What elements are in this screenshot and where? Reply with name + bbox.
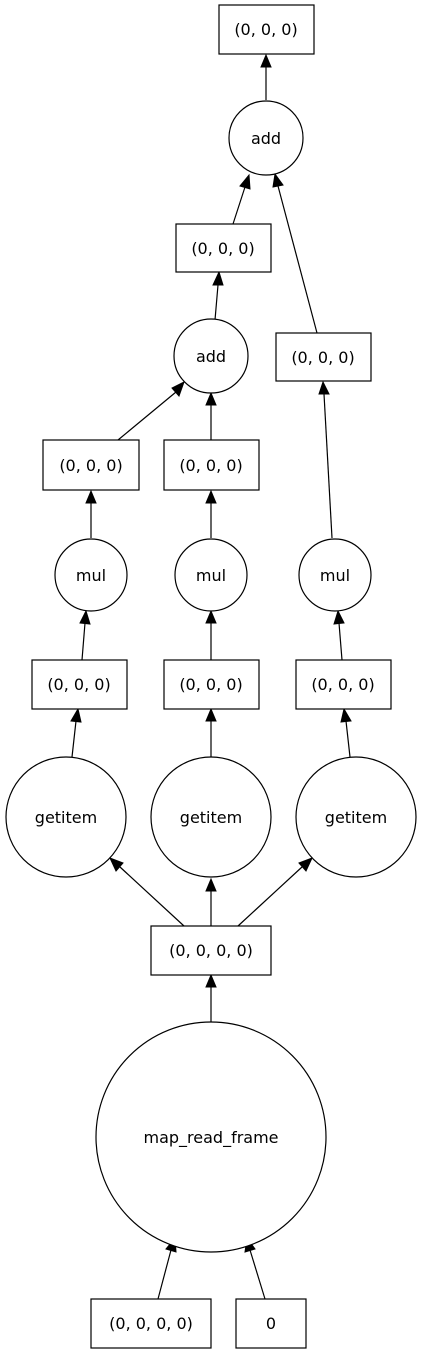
edges	[70, 53, 352, 1300]
node-label: (0, 0, 0)	[47, 675, 110, 694]
node-label: (0, 0, 0)	[291, 348, 354, 367]
node-label: add	[251, 129, 281, 148]
edge-key-a2-to-mul-a	[79, 609, 91, 661]
edge-add-mid-to-key-mid-left	[212, 270, 224, 321]
node-label: (0, 0, 0)	[179, 675, 242, 694]
edge-mul-b-to-key-b	[205, 489, 217, 538]
node-label: getitem	[35, 808, 97, 827]
node-top-key: (0, 0, 0)	[218, 4, 315, 55]
node-label: mul	[320, 566, 350, 585]
edge-key-4d-to-getitem-b	[205, 877, 217, 926]
node-key-b: (0, 0, 0)	[163, 439, 260, 491]
node-input-key: (0, 0, 0, 0)	[90, 1298, 212, 1349]
node-mul-b: mul	[174, 538, 248, 612]
edge-mul-c-to-key-mid-right	[318, 380, 333, 539]
node-label: mul	[196, 566, 226, 585]
node-getitem-a: getitem	[5, 756, 127, 878]
edge-input-zero-to-map-read-frame	[244, 1236, 266, 1300]
edge-key-4d-to-getitem-a	[109, 857, 185, 927]
edge-key-mid-right-to-add-top	[272, 172, 318, 334]
node-key-a2: (0, 0, 0)	[31, 659, 128, 710]
node-label: (0, 0, 0, 0)	[109, 1314, 193, 1333]
node-label: 0	[266, 1314, 276, 1333]
edge-key-4d-to-getitem-c	[237, 857, 313, 927]
node-getitem-b: getitem	[150, 756, 272, 878]
node-getitem-c: getitem	[295, 756, 417, 878]
node-key-c2: (0, 0, 0)	[295, 659, 392, 710]
edge-getitem-c-to-key-c2	[340, 707, 352, 758]
node-label: (0, 0, 0)	[191, 239, 254, 258]
node-key-mid-left: (0, 0, 0)	[175, 223, 272, 273]
node-add-top: add	[228, 100, 304, 176]
edge-input-key-to-map-read-frame	[157, 1236, 177, 1300]
node-add-mid: add	[173, 318, 249, 394]
node-label: getitem	[325, 808, 387, 827]
edge-key-c2-to-mul-c	[333, 609, 345, 661]
node-label: add	[196, 347, 226, 366]
node-label: (0, 0, 0)	[59, 456, 122, 475]
edge-key-b2-to-mul-b	[205, 609, 217, 660]
edge-key-b-to-add-mid	[205, 391, 217, 440]
node-mul-c: mul	[298, 538, 372, 612]
edge-map-read-frame-to-key-4d	[205, 973, 217, 1022]
node-label: (0, 0, 0, 0)	[169, 941, 253, 960]
node-input-zero: 0	[235, 1298, 307, 1349]
edge-getitem-b-to-key-b2	[205, 707, 217, 757]
node-label: getitem	[180, 808, 242, 827]
node-label: mul	[76, 566, 106, 585]
node-key-mid-right: (0, 0, 0)	[275, 332, 372, 382]
node-map-read-frame: map_read_frame	[95, 1021, 327, 1253]
edge-mul-a-to-key-a	[85, 489, 97, 538]
node-key-4d: (0, 0, 0, 0)	[150, 925, 272, 976]
edge-getitem-a-to-key-a2	[70, 707, 82, 758]
node-label: (0, 0, 0)	[234, 20, 297, 39]
edge-key-mid-left-to-add-top	[232, 173, 251, 225]
node-key-b2: (0, 0, 0)	[163, 659, 260, 710]
edge-add-top-to-top-key	[260, 53, 272, 100]
node-mul-a: mul	[54, 538, 128, 612]
nodes: (0, 0, 0) add (0, 0, 0) add (0, 0, 0) (0…	[5, 4, 417, 1349]
node-label: (0, 0, 0)	[311, 675, 374, 694]
node-label: (0, 0, 0)	[179, 456, 242, 475]
node-label: map_read_frame	[143, 1128, 278, 1148]
node-key-a: (0, 0, 0)	[42, 439, 140, 491]
edge-key-a-to-add-mid	[117, 380, 185, 441]
